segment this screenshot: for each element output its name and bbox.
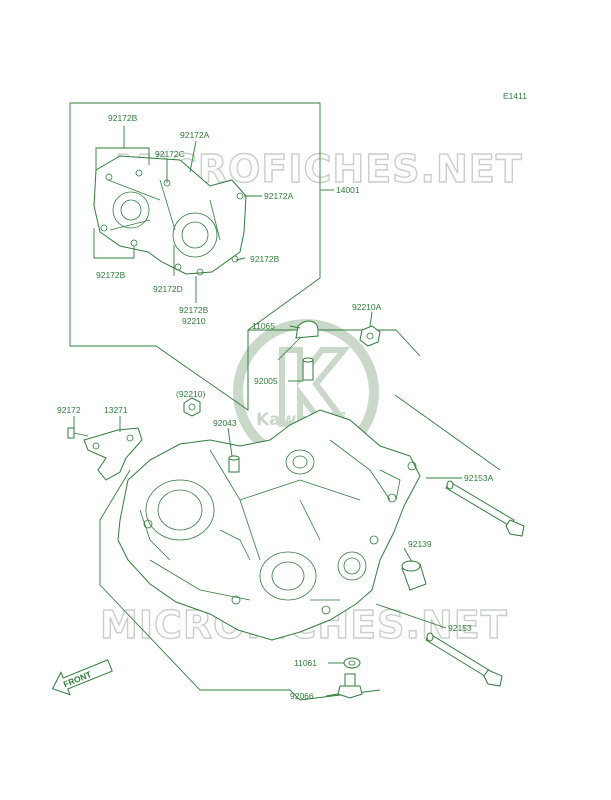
- leader-92066: [325, 693, 339, 697]
- cover-plate: [93, 155, 247, 276]
- label-92210a: 92210A: [352, 302, 382, 312]
- screw-92172: [67, 427, 89, 439]
- label-11061: 11061: [294, 658, 317, 668]
- label-92043: 92043: [213, 418, 237, 428]
- washer-11061: [343, 657, 361, 669]
- front-arrow-icon: FRONT: [51, 659, 113, 696]
- bushing-92139: [401, 560, 427, 591]
- label-92139: 92139: [408, 539, 432, 549]
- label-92172a-right: 92172A: [264, 191, 294, 201]
- label-92210-paren: (92210): [176, 389, 205, 399]
- label-92172a-top: 92172A: [180, 130, 210, 140]
- fitting-92005: [302, 357, 314, 381]
- label-92172b-right: 92172B: [250, 254, 280, 264]
- diagram-id: E1411: [503, 91, 527, 101]
- leader-92172b-left: [93, 228, 135, 259]
- bolt-92153a: [445, 480, 525, 537]
- label-92172d: 92172D: [153, 284, 183, 294]
- leader-92172b-right: [235, 257, 246, 261]
- dowel-92043: [228, 455, 240, 473]
- label-92210: 92210: [182, 316, 206, 326]
- leader-92210a: [369, 311, 373, 327]
- label-92172b-bottom: 92172B: [179, 305, 209, 315]
- label-92172b-top: 92172B: [108, 113, 138, 123]
- label-92005: 92005: [254, 376, 278, 386]
- label-92153: 92153: [448, 623, 472, 633]
- nut-92210a: [359, 325, 381, 347]
- leader-92139: [403, 547, 413, 563]
- label-92172b-left: 92172B: [96, 270, 126, 280]
- label-92172: 92172: [57, 405, 81, 415]
- crankcase-frame: [99, 329, 501, 701]
- label-92066: 92066: [290, 691, 314, 701]
- plate-13271: [83, 427, 143, 481]
- plug-92066: [337, 673, 363, 699]
- label-92153a: 92153A: [464, 473, 494, 483]
- nut-92210-paren: [183, 397, 201, 417]
- label-11065: 11065: [252, 321, 275, 331]
- leader-92153: [375, 603, 447, 629]
- bolt-92153: [425, 632, 503, 687]
- label-13271: 13271: [104, 405, 128, 415]
- leader-92172a-top: [189, 140, 197, 173]
- breather-11065: [277, 320, 319, 361]
- label-14001: 14001: [336, 185, 360, 195]
- leader-11065: [289, 325, 301, 329]
- leader-92172b-top: [95, 126, 150, 170]
- crankcase-body: [117, 409, 421, 641]
- label-92172c: 92172C: [155, 149, 185, 159]
- leader-92043: [227, 427, 233, 457]
